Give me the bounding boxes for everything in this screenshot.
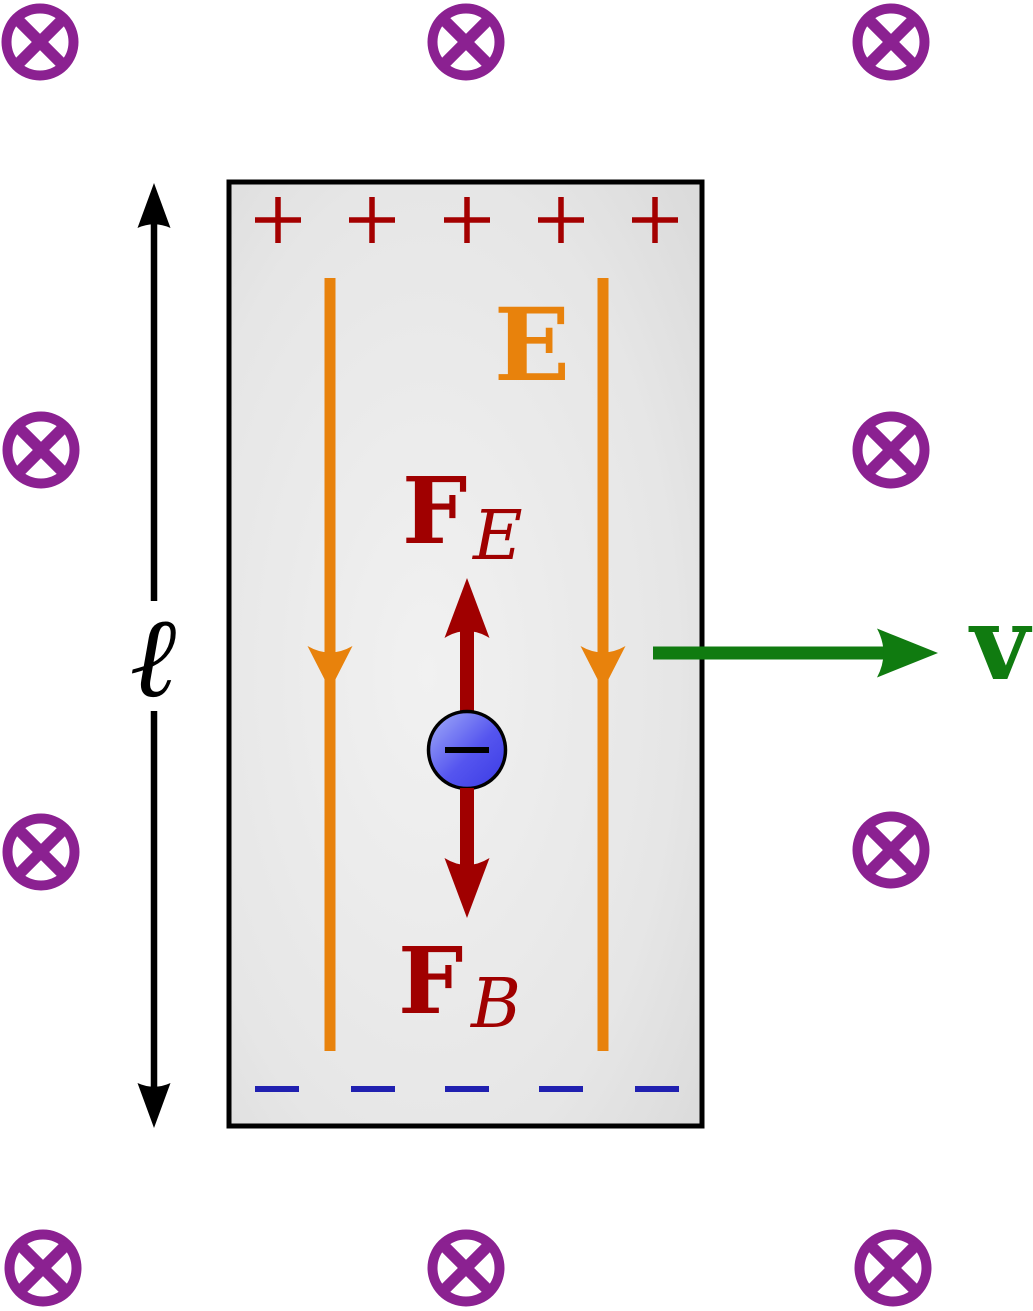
b-field-into-page-icon	[858, 417, 925, 484]
magnetic-force-arrowhead-down	[444, 858, 490, 918]
e-field-arrowhead-down	[580, 646, 626, 690]
b-field-into-page-icon	[7, 9, 74, 76]
b-field-into-page-icon	[8, 819, 75, 886]
velocity-label: v	[968, 584, 1032, 704]
positive-plate-charges	[255, 197, 678, 243]
electric-force-arrowhead-up	[444, 578, 490, 638]
plus-icon	[349, 197, 395, 243]
length-label: ℓ	[130, 597, 177, 721]
b-field-into-page-icon	[10, 1235, 77, 1302]
e-field-lines	[307, 278, 626, 1051]
electric-force-arrow	[444, 578, 490, 712]
plus-icon	[538, 197, 584, 243]
plus-icon	[632, 197, 678, 243]
electric-force-label: F E	[402, 457, 523, 576]
b-field-into-page-icon	[433, 9, 500, 76]
b-field-into-page-icon	[858, 9, 925, 76]
e-field-label: E	[494, 286, 570, 404]
electron	[426, 709, 508, 791]
b-field-into-page-icon	[858, 817, 925, 884]
magnetic-force-label: F B	[398, 927, 521, 1044]
plus-icon	[444, 197, 490, 243]
velocity-arrowhead-right	[877, 628, 938, 678]
velocity-arrow	[653, 628, 938, 678]
length-arrowhead-up	[137, 183, 171, 228]
e-field-arrowhead-down	[307, 646, 353, 690]
plus-icon	[255, 197, 301, 243]
b-field-into-page-icon	[860, 1235, 927, 1302]
length-arrowhead-down	[137, 1083, 171, 1128]
magnetic-force-arrow	[444, 788, 490, 918]
b-field-into-page-icon	[433, 1235, 500, 1302]
length-indicator: ℓ	[130, 183, 177, 1128]
b-field-into-page-icon	[8, 417, 75, 484]
